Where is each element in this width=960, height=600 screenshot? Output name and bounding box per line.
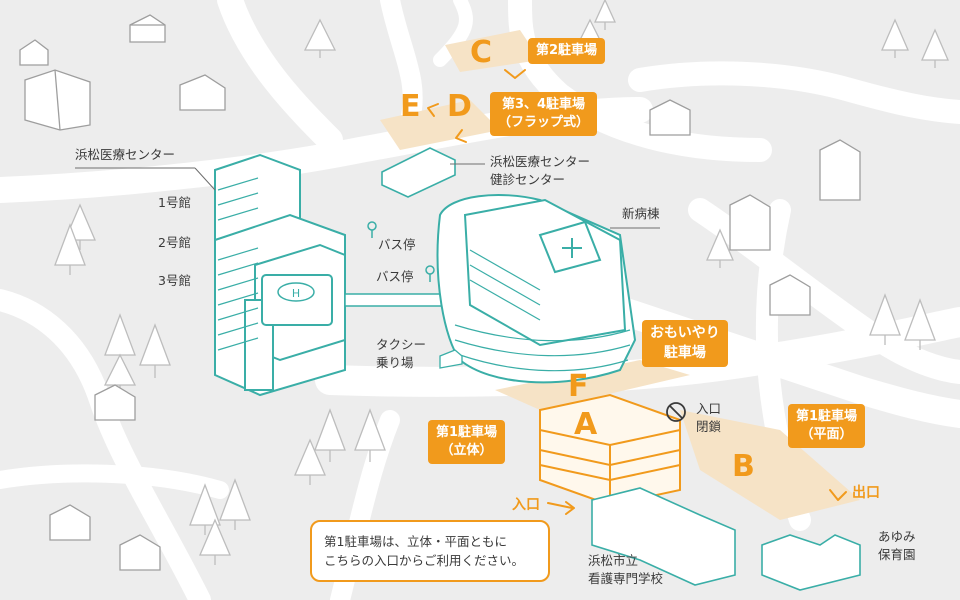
arrow-icon xyxy=(455,129,467,143)
tree-icon xyxy=(219,478,251,530)
no-entry-icon xyxy=(666,402,686,422)
tag-parking-1-multilevel-text: 第1駐車場 （立体） xyxy=(436,425,498,459)
tag-parking-2-text: 第2駐車場 xyxy=(536,43,598,58)
house-icon xyxy=(49,504,91,541)
tree-icon xyxy=(294,438,326,485)
tree-icon xyxy=(303,18,337,58)
svg-text:H: H xyxy=(292,287,300,300)
tree-icon xyxy=(139,323,171,378)
tree-icon xyxy=(904,298,936,350)
parking-letter-a: A xyxy=(574,407,598,442)
label-bus-stop-1: バス停 xyxy=(378,237,416,252)
tree-icon xyxy=(354,408,386,462)
label-bus-stop-2: バス停 xyxy=(376,269,414,284)
nursery-building xyxy=(761,534,861,591)
parking-building-a xyxy=(539,393,681,507)
label-taxi: タクシー 乗り場 xyxy=(376,337,427,371)
parking-letter-c: C xyxy=(470,35,493,70)
tree-icon xyxy=(199,518,231,565)
main-center-windows xyxy=(217,177,259,351)
leader-lines xyxy=(75,163,660,229)
house-icon xyxy=(179,74,226,111)
tag-parking-3-4-text: 第3、4駐車場 （フラップ式） xyxy=(498,97,590,131)
main-center-buildings xyxy=(214,153,346,397)
house-icon xyxy=(769,274,811,316)
houses xyxy=(19,14,861,571)
tag-omoiyari-parking-text: おもいやり 駐車場 xyxy=(650,325,720,361)
label-main-center: 浜松医療センター xyxy=(75,147,176,162)
house-icon xyxy=(819,139,861,201)
label-nursing-school: 浜松市立 看護専門学校 xyxy=(588,553,664,587)
label-bldg1: 1号館 xyxy=(158,195,191,210)
label-bldg3: 3号館 xyxy=(158,273,191,288)
label-checkup-center: 浜松医療センター 健診センター xyxy=(490,154,591,188)
tag-parking-3-4: 第3、4駐車場 （フラップ式） xyxy=(490,92,598,137)
house-icon xyxy=(649,99,691,136)
bus-stop-icon xyxy=(425,265,435,282)
bus-stop-icon xyxy=(367,221,377,238)
label-entrance-closed: 入口 閉鎖 xyxy=(696,401,722,435)
parking-letter-f: F xyxy=(568,369,589,404)
arrow-icon xyxy=(504,69,526,79)
heliport-icon: H xyxy=(277,282,315,302)
checkup-center-building xyxy=(381,147,456,198)
tree-icon xyxy=(921,28,949,68)
parking-letter-d: D xyxy=(447,89,472,124)
nursing-school-building xyxy=(591,487,736,586)
tag-parking-1-flat: 第1駐車場 （平面） xyxy=(788,404,866,449)
arrows xyxy=(427,69,847,515)
note-box: 第1駐車場は、立体・平面ともに こちらの入口からご利用ください。 xyxy=(310,520,550,582)
label-entrance: 入口 xyxy=(512,497,540,513)
tag-parking-2: 第2駐車場 xyxy=(528,38,606,65)
tree-icon xyxy=(869,293,901,345)
house-icon xyxy=(119,534,161,571)
parking-letter-b: B xyxy=(732,449,755,484)
house-icon xyxy=(729,194,771,251)
arrow-icon xyxy=(547,501,575,515)
bus-stops xyxy=(367,221,435,282)
label-bldg2: 2号館 xyxy=(158,235,191,250)
tag-parking-1-flat-text: 第1駐車場 （平面） xyxy=(796,409,858,443)
parking-lots xyxy=(380,30,860,520)
tree-icon xyxy=(706,228,734,268)
new-ward-floors xyxy=(454,249,631,372)
car-icon xyxy=(439,349,463,369)
tag-parking-1-multilevel: 第1駐車場 （立体） xyxy=(428,420,506,465)
hospital-cross-icon xyxy=(562,238,582,258)
arrow-icon xyxy=(829,489,847,501)
label-new-ward: 新病棟 xyxy=(622,206,660,221)
new-ward-building xyxy=(436,194,637,384)
house-icon xyxy=(19,39,49,66)
tag-omoiyari-parking: おもいやり 駐車場 xyxy=(642,320,728,368)
label-exit: 出口 xyxy=(852,485,880,501)
tree-icon xyxy=(881,18,909,58)
arrow-icon xyxy=(427,103,439,117)
house-icon xyxy=(129,14,166,43)
house-icon xyxy=(94,384,136,421)
tree-icon xyxy=(593,0,617,30)
house-icon xyxy=(24,69,91,131)
tree-icon xyxy=(54,223,86,275)
parking-letter-e: E xyxy=(400,89,421,124)
tree-icon xyxy=(314,408,346,462)
tree-icon xyxy=(189,483,221,535)
connecting-bridge xyxy=(344,293,456,307)
label-nursery: あゆみ 保育園 xyxy=(878,529,916,563)
trees xyxy=(54,0,949,565)
